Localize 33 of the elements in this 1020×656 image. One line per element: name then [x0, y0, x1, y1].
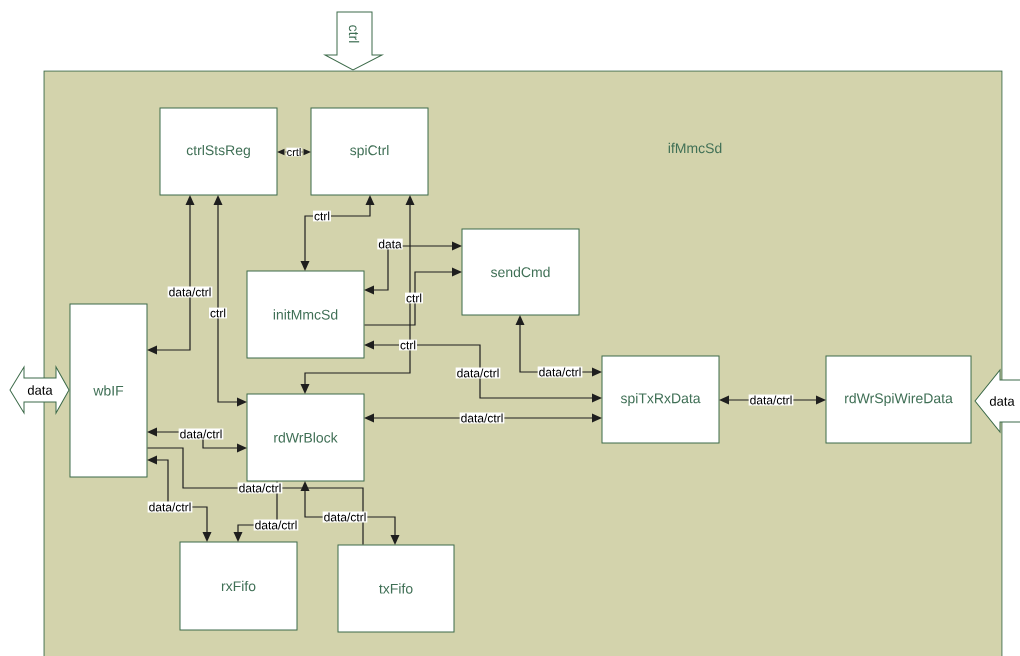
arrow — [364, 340, 602, 403]
block-box: initMmcSd — [246, 270, 365, 359]
edge-label: crtl — [286, 147, 302, 157]
edge-label: data/ctrl — [147, 501, 193, 513]
block-box: txFifo — [337, 544, 455, 633]
block-box: rdWrSpiWireData — [825, 355, 972, 444]
edge-label: data/ctrl — [253, 519, 299, 531]
edge-label: ctrl — [313, 210, 331, 222]
block-box: wbIF — [69, 303, 148, 478]
edge-label: ctrl — [405, 292, 423, 304]
arrow — [364, 241, 462, 295]
edge-label: ctrl — [399, 339, 417, 351]
edge-label: data/ctrl — [322, 511, 368, 523]
edge-label: data/ctrl — [167, 286, 213, 298]
arrow — [300, 195, 415, 394]
edge-label: data/ctrl — [748, 394, 794, 406]
block-box: rxFifo — [179, 541, 298, 631]
arrow — [300, 195, 375, 271]
block-box: ctrlStsReg — [159, 107, 278, 196]
block-box: spiTxRxData — [601, 355, 720, 444]
block-box: rdWrBlock — [246, 393, 365, 482]
block-box: sendCmd — [461, 228, 580, 316]
edge-label: data/ctrl — [537, 366, 583, 378]
signal-label: data/ctrl — [455, 367, 501, 379]
edge-label: data/ctrl — [178, 428, 224, 440]
edge-label: data/ctrl — [459, 412, 505, 424]
arrow — [213, 195, 247, 407]
block-box: spiCtrl — [310, 107, 429, 196]
arrow — [147, 195, 195, 355]
arrow — [363, 267, 462, 326]
edge-label: data/ctrl — [237, 482, 283, 494]
edge-label: data — [377, 238, 403, 250]
edge-label: ctrl — [209, 307, 227, 319]
